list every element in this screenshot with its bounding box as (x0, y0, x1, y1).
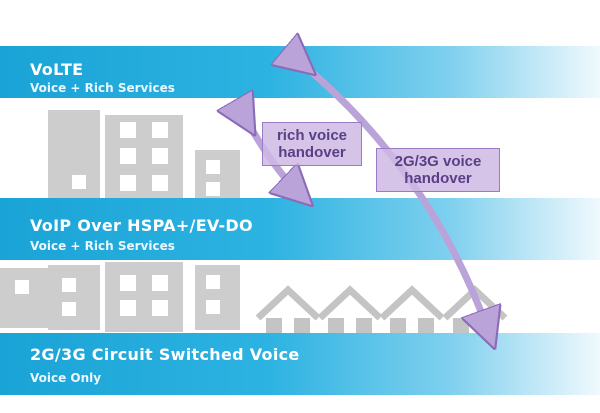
g23-voice-handover-label: 2G/3G voice handover (376, 148, 500, 192)
band-subtitle: Voice + Rich Services (30, 239, 175, 253)
band-title: 2G/3G Circuit Switched Voice (30, 345, 300, 364)
band-title: VoIP Over HSPA+/EV-DO (30, 216, 253, 235)
band-title: VoLTE (30, 60, 84, 79)
rich-voice-handover-label: rich voice handover (262, 122, 362, 166)
g23-handover-arrow (300, 62, 488, 330)
band-subtitle: Voice Only (30, 371, 102, 385)
band-subtitle: Voice + Rich Services (30, 81, 175, 95)
